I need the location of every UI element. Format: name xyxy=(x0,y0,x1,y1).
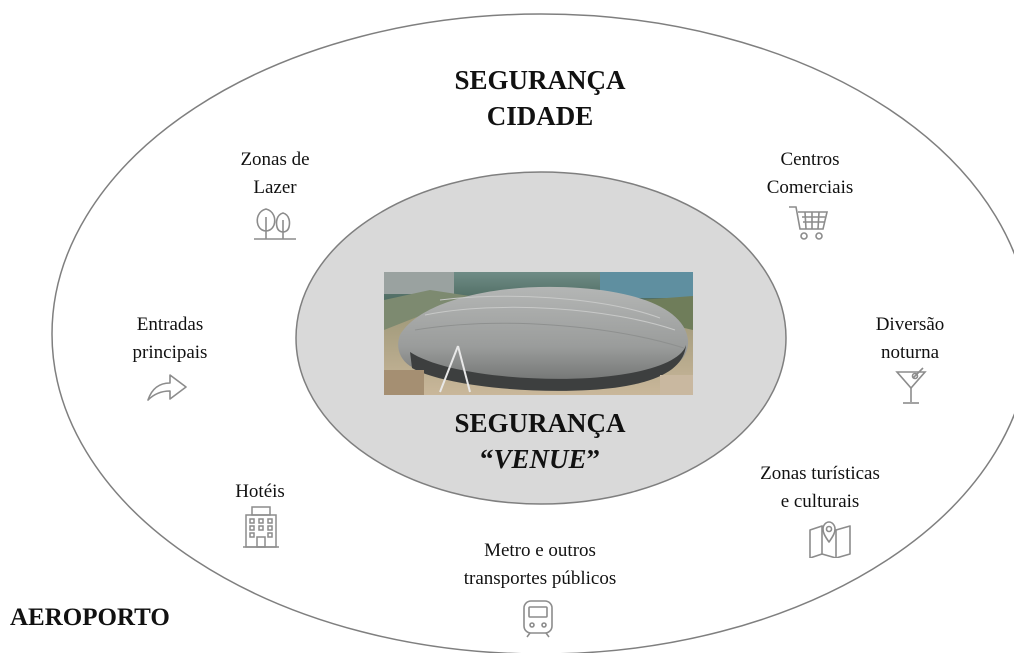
venue-arena-photo xyxy=(384,272,693,395)
hoteis-label: Hotéis xyxy=(235,481,285,502)
shopping-cart-icon xyxy=(787,203,831,243)
inner-title-line1: SEGURANÇA xyxy=(454,408,626,438)
outer-title-line2: CIDADE xyxy=(486,101,594,131)
hotel-building-icon xyxy=(242,505,280,549)
map-pin-icon xyxy=(808,518,852,558)
metro-train-icon xyxy=(521,598,555,638)
trees-icon xyxy=(252,205,298,241)
diversao-noturna-label: Diversão noturna xyxy=(875,314,945,363)
cocktail-icon xyxy=(893,366,929,406)
metro-label: Metro e outros transportes públicos xyxy=(463,540,617,589)
zonas-lazer-label: Zonas de Lazer xyxy=(240,149,310,198)
arrow-right-icon xyxy=(146,370,188,404)
inner-title-line2: “VENUE” xyxy=(479,444,601,474)
airport-label: AEROPORTO xyxy=(10,604,170,631)
entradas-principais-label: Entradas principais xyxy=(132,314,208,363)
centros-comerciais-label: Centros Comerciais xyxy=(766,149,854,198)
inner-title: SEGURANÇA “VENUE” xyxy=(400,405,680,477)
outer-title-line1: SEGURANÇA xyxy=(454,65,626,95)
zonas-turisticas-label: Zonas turísticas e culturais xyxy=(760,463,880,512)
outer-title: SEGURANÇA CIDADE xyxy=(400,62,680,134)
